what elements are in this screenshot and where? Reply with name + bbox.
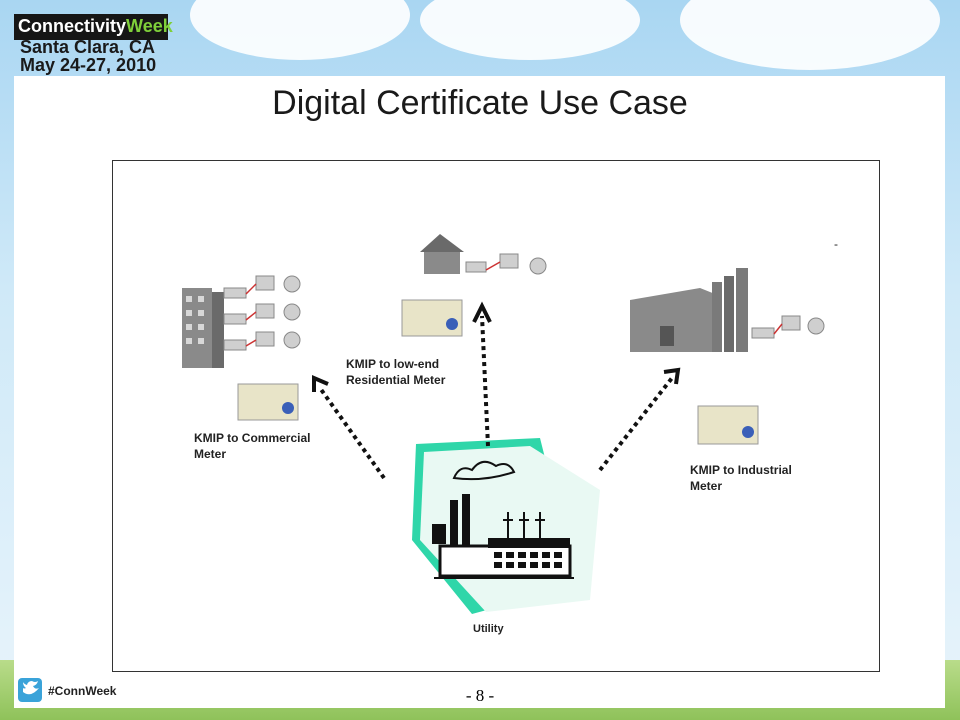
arrow-to-residential [472, 301, 492, 447]
logo-main-text: Connectivity [18, 16, 127, 36]
arrow-to-industrial [598, 367, 681, 472]
label-residential-line2: Residential Meter [346, 373, 446, 387]
label-commercial-line1: KMIP to Commercial [194, 431, 311, 445]
label-industrial-line1: KMIP to Industrial [690, 463, 792, 477]
label-commercial: KMIP to Commercial Meter [194, 430, 310, 462]
label-utility: Utility [473, 623, 504, 635]
utility-plant-icon [412, 438, 600, 614]
certificate-icon [237, 383, 299, 421]
event-info: Santa Clara, CA May 24-27, 2010 [20, 38, 156, 74]
label-industrial-line2: Meter [690, 479, 723, 493]
certificate-icon [697, 405, 759, 445]
twitter-bird-icon [18, 678, 42, 702]
hashtag-text: #ConnWeek [48, 684, 117, 698]
factory-icon [630, 268, 825, 352]
connectivity-week-logo: ConnectivityWeek [18, 16, 173, 37]
label-residential: KMIP to low-end Residential Meter [346, 356, 445, 388]
slide-title: Digital Certificate Use Case [272, 84, 688, 122]
commercial-building-icon [182, 275, 301, 368]
house-icon [420, 234, 547, 275]
label-industrial: KMIP to Industrial Meter [690, 462, 792, 494]
label-commercial-line2: Meter [194, 447, 227, 461]
certificate-icon [401, 299, 463, 337]
arrow-to-commercial [312, 374, 386, 480]
logo-background [14, 14, 168, 40]
event-location: Santa Clara, CA [20, 37, 156, 57]
page-number: - 8 - [465, 686, 495, 705]
event-dates: May 24-27, 2010 [20, 55, 157, 75]
dash-mark: - [834, 237, 838, 251]
logo-accent-text: Week [126, 16, 173, 36]
label-residential-line1: KMIP to low-end [346, 357, 440, 371]
